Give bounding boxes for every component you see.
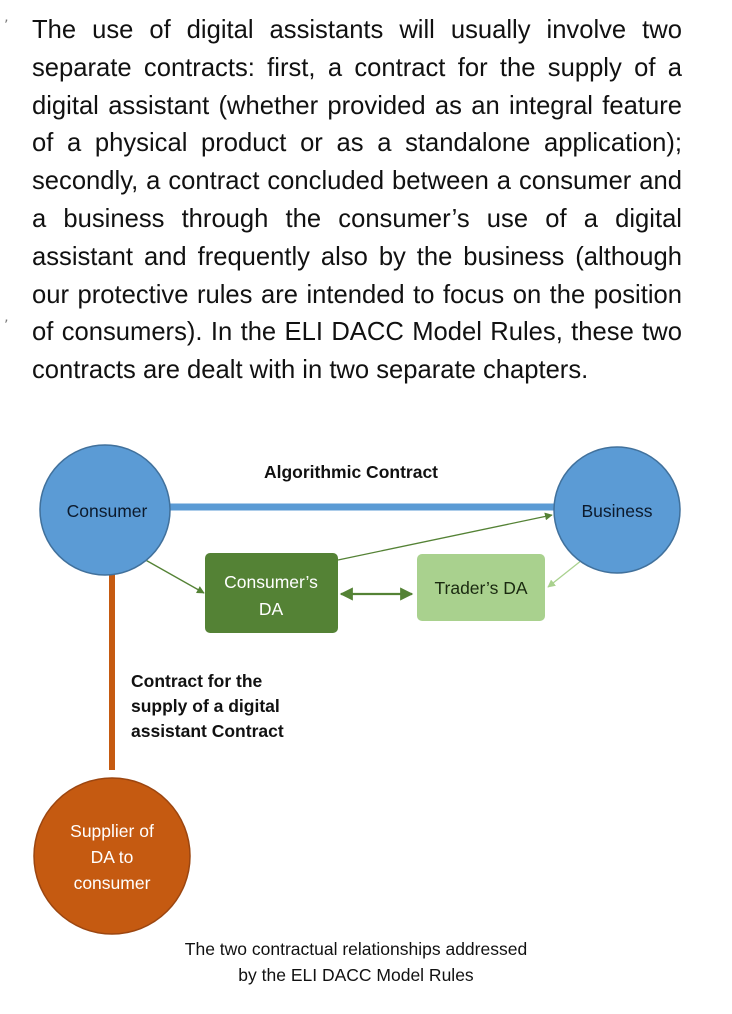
consumers-da-node: Consumer’s DA: [205, 553, 338, 633]
algorithmic-contract-label: Algorithmic Contract: [264, 462, 438, 482]
svg-text:Business: Business: [581, 501, 652, 521]
svg-text:consumer: consumer: [74, 873, 151, 893]
svg-text:Supplier of: Supplier of: [70, 821, 154, 841]
da-to-business-arrow: [337, 512, 553, 561]
business-node: Business: [553, 446, 681, 574]
svg-text:assistant Contract: assistant Contract: [131, 721, 284, 741]
business-to-trader-da-arrow: [547, 559, 583, 588]
consumer-to-da-arrow: [141, 557, 205, 594]
consumer-node: Consumer: [39, 444, 171, 576]
supply-contract-label: Contract for the supply of a digital ass…: [131, 671, 284, 741]
body-paragraph: The use of digital assistants will usual…: [32, 16, 682, 385]
margin-mark: ’: [4, 318, 9, 334]
margin-mark: ’: [4, 18, 9, 34]
traders-da-node: Trader’s DA: [417, 554, 545, 621]
svg-text:DA to: DA to: [91, 847, 134, 867]
svg-text:Trader’s DA: Trader’s DA: [434, 578, 527, 598]
caption-line: The two contractual relationships addres…: [184, 939, 528, 959]
svg-text:DA: DA: [259, 599, 284, 619]
contract-diagram: Consumer Business Consumer’s DA Trader’s…: [33, 444, 681, 935]
supplier-node: Supplier of DA to consumer: [33, 777, 191, 935]
svg-text:Consumer’s: Consumer’s: [224, 572, 318, 592]
svg-text:supply of a digital: supply of a digital: [131, 696, 280, 716]
figure-caption: The two contractual relationships addres…: [0, 936, 712, 988]
svg-text:Consumer: Consumer: [67, 501, 148, 521]
caption-line: by the ELI DACC Model Rules: [238, 965, 474, 985]
svg-text:Contract for the: Contract for the: [131, 671, 263, 691]
